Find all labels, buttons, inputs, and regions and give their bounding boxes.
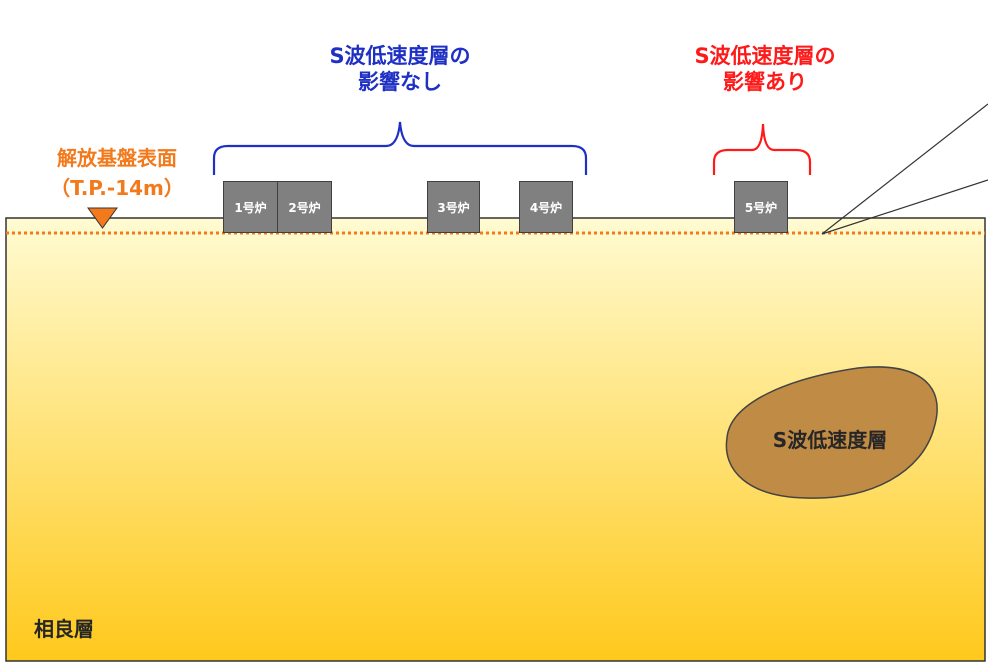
effect-label-line2: 影響あり: [723, 69, 807, 94]
no-effect-label-line1: S波低速度層の: [329, 44, 471, 68]
low-velocity-zone: [725, 366, 938, 499]
bedrock-surface-label: 解放基盤表面 （T.P.-14m）: [2, 143, 232, 203]
reactor-unit-2: 2号炉: [277, 181, 332, 233]
effect-label-line1: S波低速度層の: [694, 44, 836, 68]
bedrock-surface-label-line1: 解放基盤表面: [57, 146, 177, 170]
sagara-layer-label: 相良層: [34, 617, 94, 641]
reactor-unit-1: 1号炉: [223, 181, 278, 233]
effect-label: S波低速度層の 影響あり: [655, 44, 875, 95]
brace-no-effect: [212, 121, 588, 175]
no-effect-label: S波低速度層の 影響なし: [290, 44, 510, 95]
reactor-unit-3: 3号炉: [427, 181, 480, 233]
callout-line-upper: [821, 103, 988, 235]
bedrock-marker-triangle: [87, 207, 118, 229]
reactor-unit-5: 5号炉: [734, 181, 788, 233]
reactor-unit-4: 4号炉: [519, 181, 573, 233]
brace-effect: [712, 123, 812, 175]
callout-line-lower: [821, 179, 988, 235]
bedrock-surface-label-line2: （T.P.-14m）: [50, 176, 184, 200]
low-velocity-layer-label: S波低速度層: [772, 428, 888, 452]
no-effect-label-line2: 影響なし: [358, 69, 442, 94]
